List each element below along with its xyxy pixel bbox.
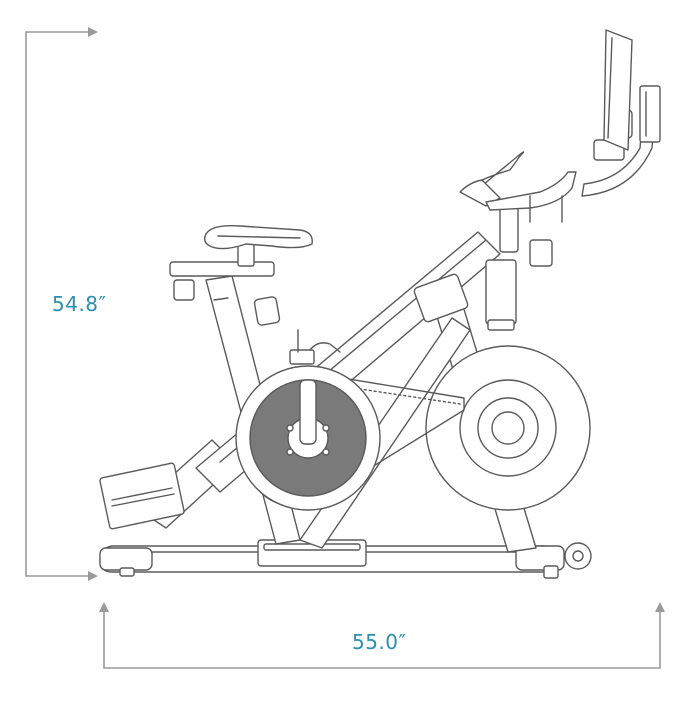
resistance-knob	[529, 239, 553, 267]
crank-arm	[299, 379, 317, 445]
seat-post-horizontal	[169, 261, 275, 277]
width-dimension-label: 55.0″	[352, 630, 407, 654]
rear-foot	[515, 545, 565, 571]
pedal	[289, 349, 315, 365]
height-dimension-line	[25, 27, 98, 581]
seat-knob	[253, 296, 281, 326]
bike-drawing	[99, 29, 661, 579]
height-dimension-label: 54.8″	[52, 292, 107, 316]
width-dimension-line	[99, 602, 665, 669]
front-foot	[99, 547, 153, 571]
handlebar-stem	[499, 205, 519, 253]
front-stabilizer	[99, 462, 185, 530]
